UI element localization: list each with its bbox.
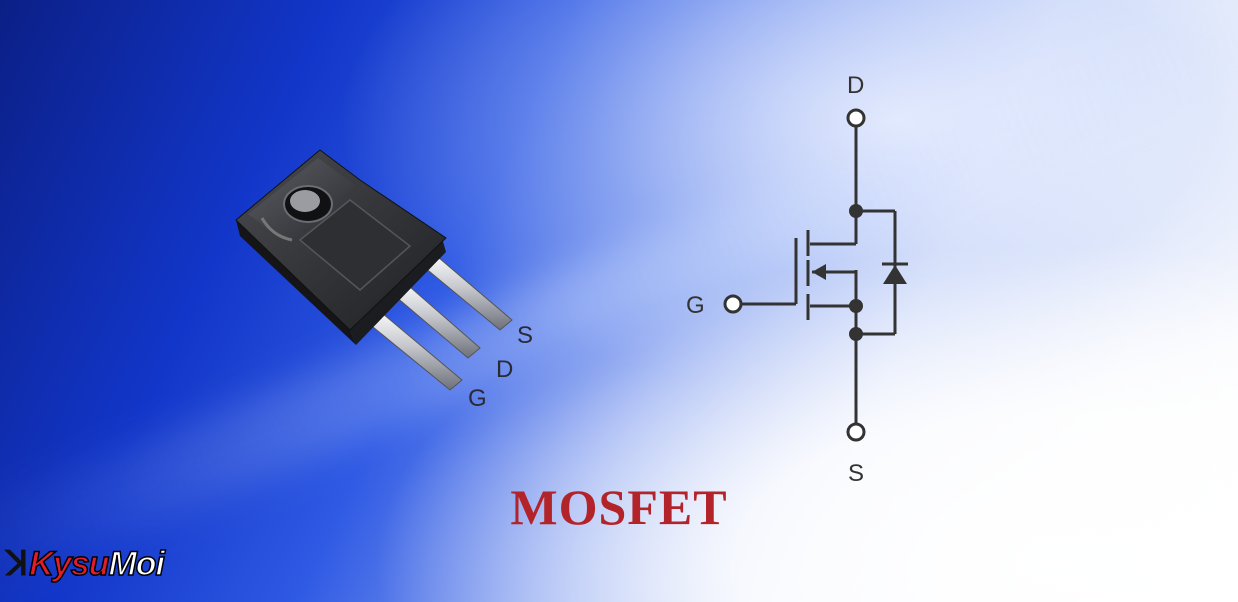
drain-terminal [846,108,866,128]
gate-terminal [723,294,743,314]
pin-label-s: S [517,322,534,349]
body-diode-icon [882,262,908,284]
schematic-label-gate: G [686,292,705,319]
pin-label-d: D [496,356,514,383]
schematic-label-drain: D [847,72,865,99]
logo-text-part2: Moi [108,544,166,584]
logo-text-part1: Kysu [29,544,111,584]
junction-dot [849,204,863,218]
junction-dot [849,299,863,313]
junction-dot [849,327,863,341]
pin-label-g: G [468,385,487,412]
schematic-label-source: S [848,460,865,487]
logo-mark: ꓘ [6,545,28,583]
page-title: MOSFET [510,479,728,535]
source-terminal [846,422,866,442]
body-arrow-icon [812,264,826,280]
brand-logo: ꓘKysuMoi [6,544,166,584]
pin-leads [361,251,513,391]
package-body [235,149,447,345]
